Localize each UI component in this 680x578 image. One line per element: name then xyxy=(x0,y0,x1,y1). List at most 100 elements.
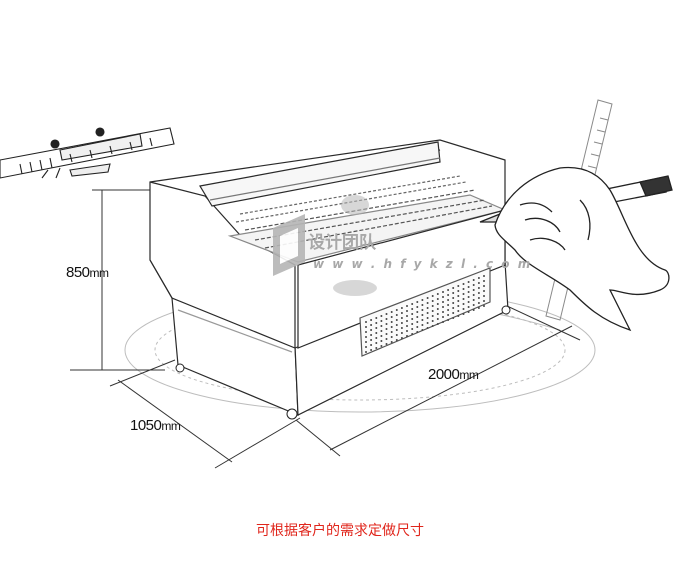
height-value: 850 xyxy=(66,264,90,281)
grille-dot xyxy=(416,301,419,303)
grille-dot xyxy=(411,313,414,315)
grille-dot xyxy=(400,317,403,319)
grille-dot xyxy=(406,335,408,337)
grille-dot xyxy=(447,309,450,311)
grille-dot xyxy=(462,313,465,315)
grille-dot xyxy=(416,316,419,318)
grille-dot xyxy=(406,320,408,322)
grille-dot xyxy=(411,323,414,325)
grille-dot xyxy=(416,331,419,333)
grille-dot xyxy=(467,306,470,308)
grille-dot xyxy=(395,309,398,311)
grille-dot xyxy=(426,327,429,329)
grille-dot xyxy=(442,306,444,308)
grille-dot xyxy=(426,322,429,324)
grille-dot xyxy=(483,275,485,277)
grille-dot xyxy=(390,321,393,323)
grille-dot xyxy=(365,326,367,328)
grille-dot xyxy=(452,292,455,294)
grille-dot xyxy=(457,305,460,307)
grille-dot xyxy=(483,295,485,297)
grille-dot xyxy=(477,292,480,294)
watermark-url: w w w . h f y k z l . c o m xyxy=(313,257,533,271)
grille-dot xyxy=(421,309,424,311)
grille-dot xyxy=(467,291,470,293)
width-dimension-line xyxy=(329,325,573,451)
grille-dot xyxy=(442,301,444,303)
grille-dot xyxy=(380,320,383,322)
grille-dot xyxy=(411,328,414,330)
grille-dot xyxy=(457,300,460,302)
grille-dot xyxy=(431,315,434,317)
grille-dot xyxy=(395,339,398,341)
grille-dot xyxy=(370,344,373,346)
grille-dot xyxy=(385,343,388,345)
grille-dot xyxy=(421,314,424,316)
grille-dot xyxy=(406,325,408,327)
grille-dot xyxy=(390,311,393,313)
depth-dimension-line xyxy=(117,379,233,463)
depth-dimension-label: 1050mm xyxy=(130,417,181,434)
grille-dot xyxy=(472,304,475,306)
grille-dot xyxy=(411,303,414,305)
grille-dot xyxy=(442,291,444,293)
height-dimension-label: 850mm xyxy=(66,264,109,281)
grille-dot xyxy=(400,327,403,329)
grille-dot xyxy=(436,303,439,305)
grille-dot xyxy=(390,331,393,333)
grille-dot xyxy=(472,299,475,301)
grille-dot xyxy=(375,317,378,319)
grille-dot xyxy=(467,301,470,303)
grille-dot xyxy=(390,326,393,328)
grille-dot xyxy=(483,305,485,307)
grille-dot xyxy=(406,315,408,317)
grille-dot xyxy=(400,322,403,324)
grille-dot xyxy=(390,336,393,338)
grille-dot xyxy=(442,296,444,298)
grille-dot xyxy=(431,310,434,312)
grille-dot xyxy=(416,321,419,323)
grille-dot xyxy=(483,285,485,287)
grille-dot xyxy=(483,290,485,292)
grille-dot xyxy=(421,304,424,306)
grille-dot xyxy=(370,339,373,341)
grille-dot xyxy=(426,307,429,309)
grille-dot xyxy=(477,302,480,304)
grille-dot xyxy=(447,314,450,316)
grille-dot xyxy=(385,323,388,325)
grille-dot xyxy=(365,331,367,333)
grille-dot xyxy=(447,304,450,306)
grille-dot xyxy=(406,310,408,312)
grille-dot xyxy=(375,332,378,334)
grille-dot xyxy=(462,303,465,305)
grille-dot xyxy=(375,327,378,329)
watermark-name: 设计团队 xyxy=(308,233,376,253)
grille-dot xyxy=(380,325,383,327)
grille-dot xyxy=(452,297,455,299)
grille-dot xyxy=(477,277,480,279)
grille-dot xyxy=(385,318,388,320)
height-unit: mm xyxy=(89,266,110,280)
grille-dot xyxy=(447,294,450,296)
feet xyxy=(175,305,511,420)
grille-dot xyxy=(472,294,475,296)
grille-dot xyxy=(426,297,429,299)
grille-dot xyxy=(385,333,388,335)
grille-dot xyxy=(462,298,465,300)
grille-dot xyxy=(380,335,383,337)
grille-dot xyxy=(380,340,383,342)
grille-dot xyxy=(436,318,439,320)
grille-dot xyxy=(416,306,419,308)
grille-dot xyxy=(431,305,434,307)
grille-dot xyxy=(385,328,388,330)
grille-dot xyxy=(477,282,480,284)
depth-value: 1050 xyxy=(130,417,162,434)
grille-dot xyxy=(452,317,455,319)
grille-dot xyxy=(375,342,378,344)
grille-dot xyxy=(436,308,439,310)
grille-dot xyxy=(375,337,378,339)
grille-dot xyxy=(385,313,388,315)
grille-dot xyxy=(406,305,408,307)
width-dimension-label: 2000mm xyxy=(428,366,479,383)
